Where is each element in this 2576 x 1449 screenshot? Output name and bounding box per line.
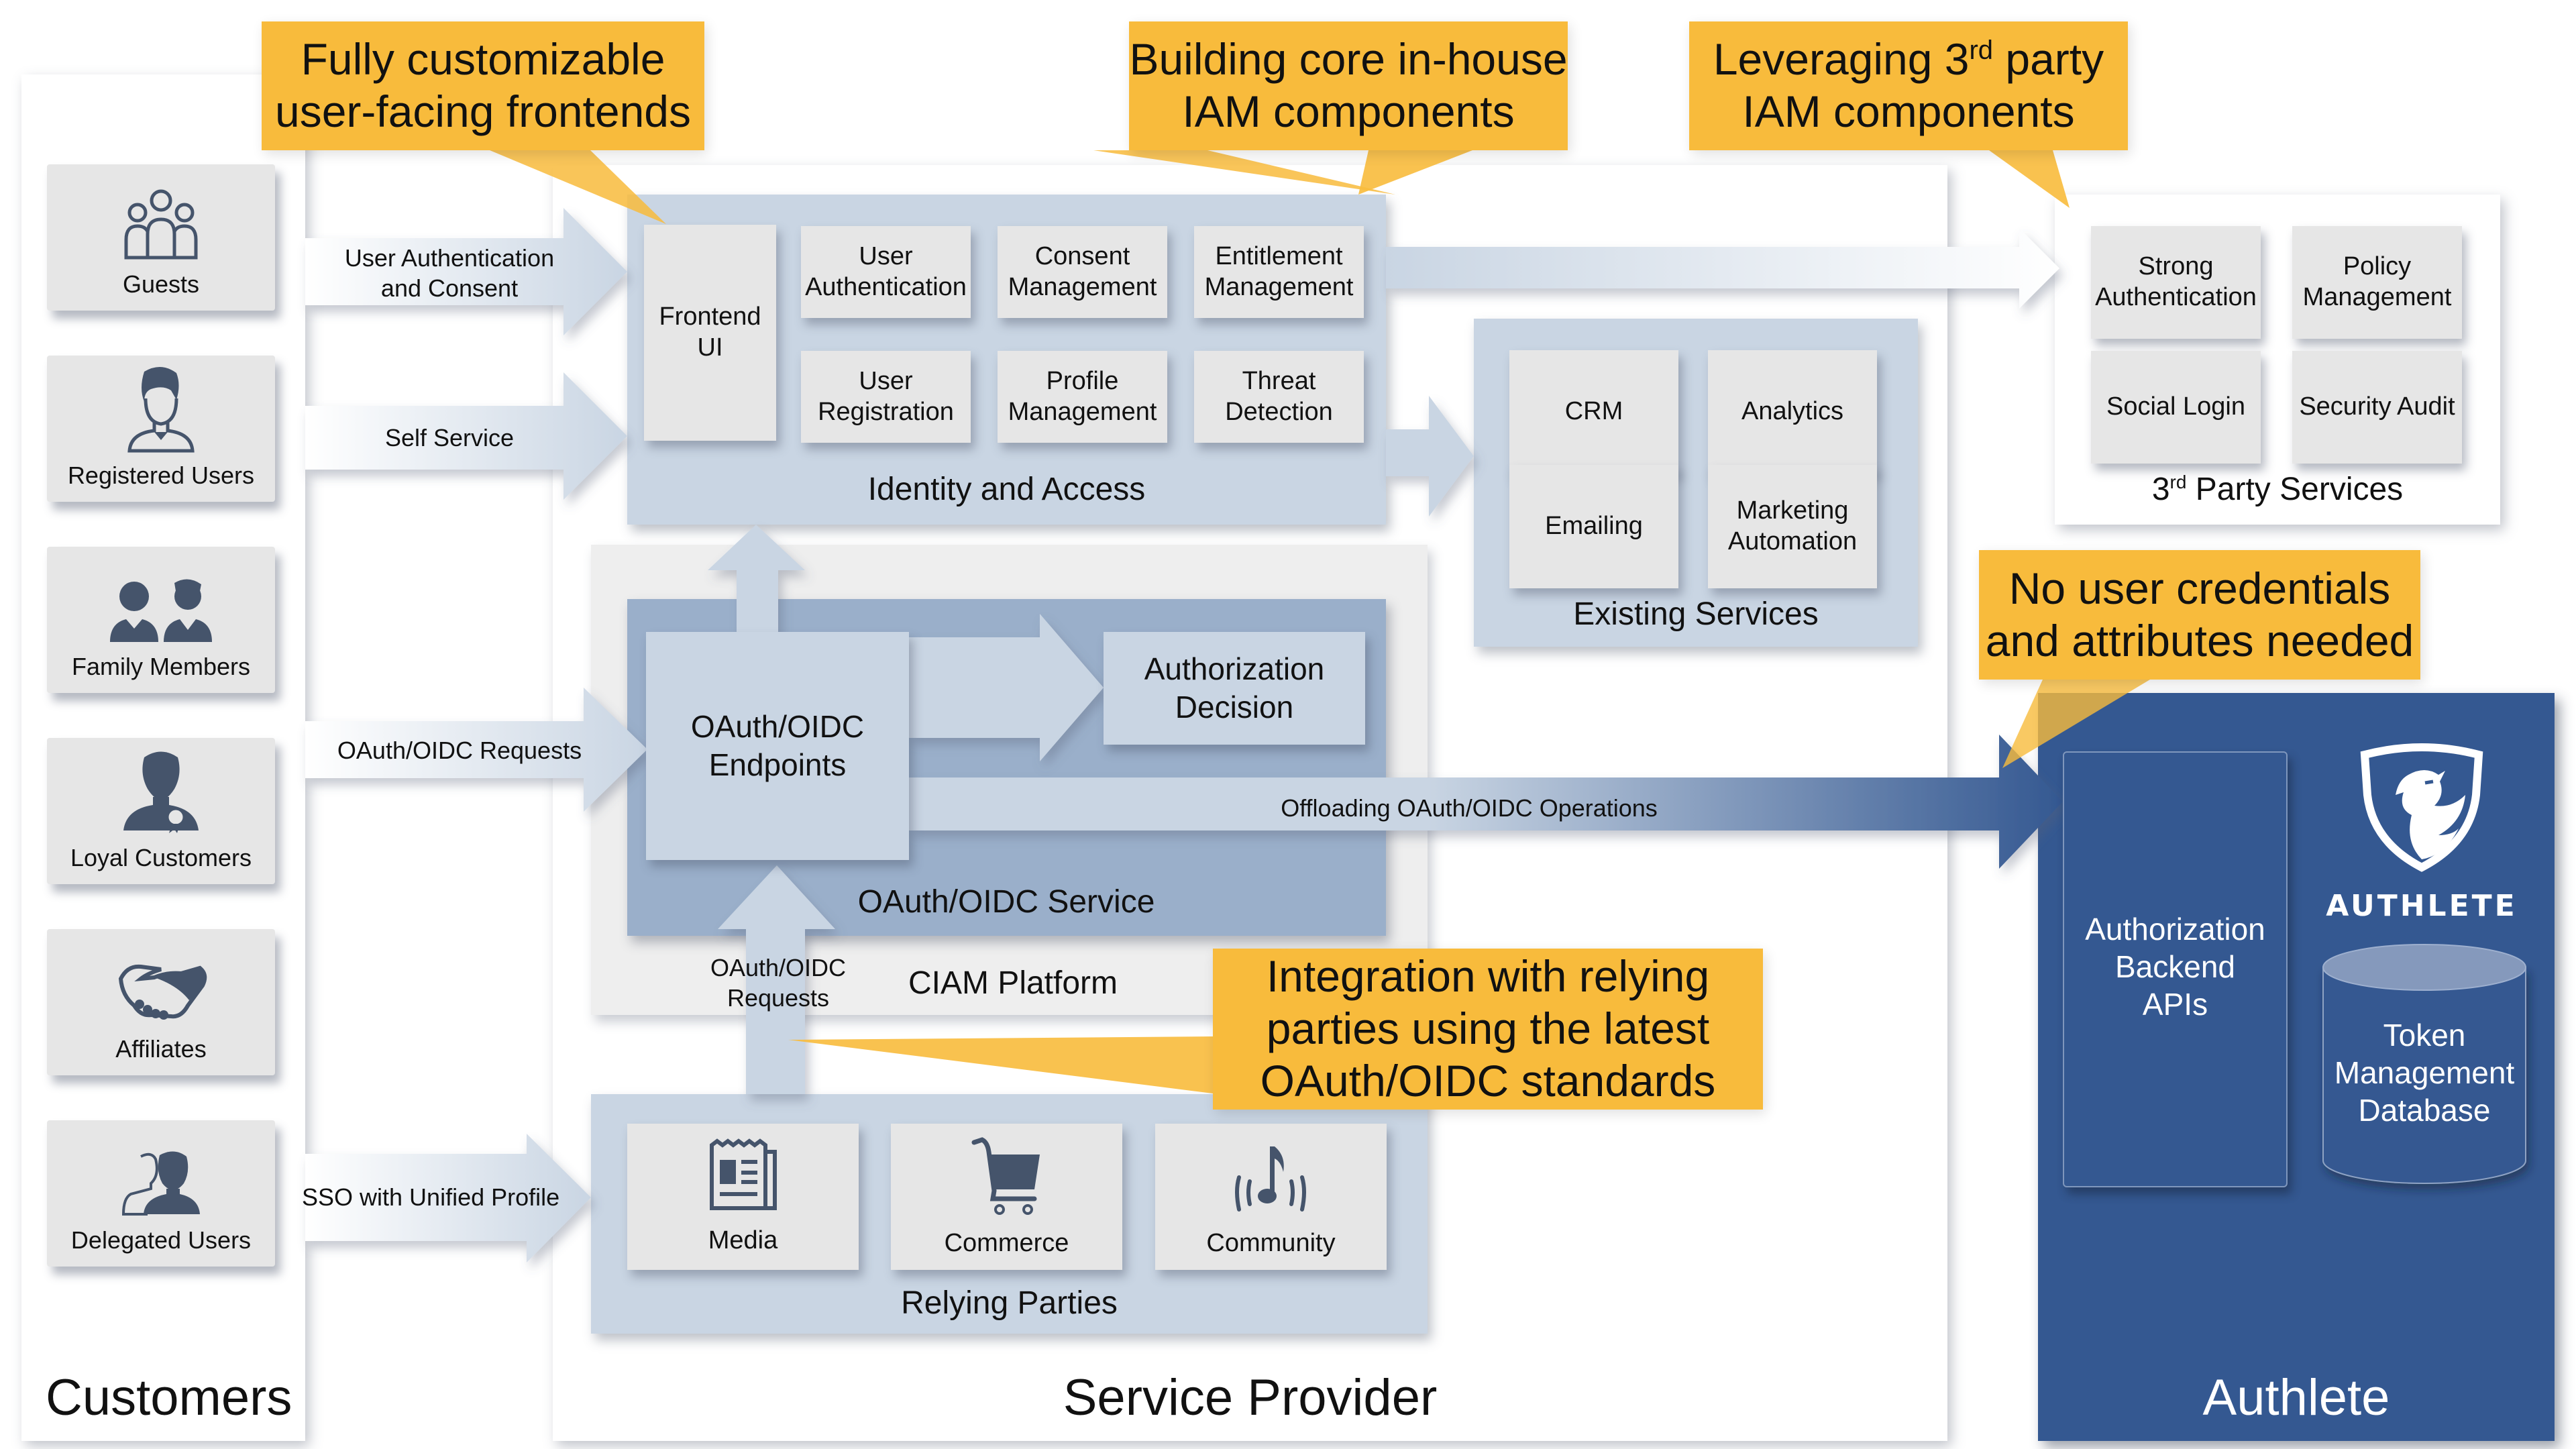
loyal-customer-icon — [123, 751, 199, 833]
token-database-label: Token Management Database — [2334, 1018, 2515, 1128]
database-cylinder-icon — [2322, 944, 2526, 1184]
customer-tile-loyal-customers[interactable]: Loyal Customers — [47, 738, 275, 884]
authorization-decision-tile[interactable]: Authorization Decision — [1104, 632, 1365, 745]
existing-service-analytics[interactable]: Analytics — [1708, 350, 1877, 474]
relying-party-community[interactable]: Community — [1155, 1124, 1387, 1270]
existing-service-marketing-automation[interactable]: Marketing Automation — [1708, 465, 1877, 588]
component-entitlement-management[interactable]: Entitlement Management — [1194, 226, 1364, 318]
relying-party-label: Commerce — [944, 1229, 1069, 1258]
flow-rp-requests-label: OAuth/OIDC Requests — [710, 954, 847, 1012]
callout-frontends: Fully customizable user-facing frontends — [262, 21, 704, 150]
group-icon — [124, 189, 198, 260]
family-icon — [110, 579, 212, 642]
flow-oauth-requests-label: OAuth/OIDC Requests — [337, 737, 582, 764]
authlete-title: Authlete — [2202, 1369, 2390, 1426]
callout-third-party: Leveraging 3rd party IAM components — [1689, 21, 2128, 150]
frontend-ui-tile[interactable]: Frontend UI — [644, 225, 776, 441]
third-party-security-audit[interactable]: Security Audit — [2292, 351, 2462, 464]
callout-no-credentials: No user credentials and attributes neede… — [1979, 550, 2420, 680]
newspaper-icon — [709, 1138, 777, 1211]
callout-integration: Integration with relying parties using t… — [1213, 949, 1763, 1110]
customer-label: Guests — [122, 270, 200, 298]
component-threat-detection[interactable]: Threat Detection — [1194, 351, 1364, 443]
relying-party-commerce[interactable]: Commerce — [891, 1124, 1122, 1270]
music-icon — [1234, 1146, 1306, 1212]
user-icon — [127, 366, 195, 453]
customer-label: Delegated Users — [70, 1226, 252, 1254]
relying-party-label: Community — [1206, 1229, 1336, 1258]
service-provider-title: Service Provider — [1063, 1369, 1438, 1426]
component-consent-management[interactable]: Consent Management — [998, 226, 1167, 318]
delegated-users-icon — [121, 1151, 200, 1216]
third-party-policy-management[interactable]: Policy Management — [2292, 226, 2462, 339]
cart-icon — [971, 1137, 1040, 1216]
existing-services-title: Existing Services — [1573, 596, 1819, 632]
ciam-platform-title: CIAM Platform — [908, 965, 1118, 1001]
customer-tile-affiliates[interactable]: Affiliates — [47, 929, 275, 1075]
third-party-strong-authentication[interactable]: Strong Authentication — [2091, 226, 2261, 339]
existing-service-crm[interactable]: CRM — [1509, 350, 1678, 474]
component-user-registration[interactable]: User Registration — [801, 351, 971, 443]
flow-self-service-label: Self Service — [384, 424, 515, 451]
component-profile-management[interactable]: Profile Management — [998, 351, 1167, 443]
customer-tile-registered-users[interactable]: Registered Users — [47, 356, 275, 502]
authlete-logo-text: AUTHLETE — [2326, 889, 2518, 923]
customer-tile-family-members[interactable]: Family Members — [47, 547, 275, 693]
component-user-authentication[interactable]: User Authentication — [801, 226, 971, 318]
customer-tile-guests[interactable]: Guests — [47, 164, 275, 311]
authlete-logo-icon — [2360, 743, 2483, 872]
oauth-service-title: OAuth/OIDC Service — [857, 884, 1155, 920]
handshake-icon — [118, 964, 207, 1020]
third-party-social-login[interactable]: Social Login — [2091, 351, 2261, 464]
existing-service-emailing[interactable]: Emailing — [1509, 465, 1678, 588]
identity-access-title: Identity and Access — [867, 472, 1146, 507]
flow-offloading-label: Offloading OAuth/OIDC Operations — [1281, 794, 1658, 822]
customer-tile-delegated-users[interactable]: Delegated Users — [47, 1120, 275, 1267]
authorization-backend-apis[interactable]: Authorization Backend APIs — [2063, 751, 2288, 1187]
customer-label: Affiliates — [115, 1035, 207, 1063]
customers-title: Customers — [46, 1369, 292, 1426]
customer-label: Registered Users — [67, 462, 255, 489]
relying-party-media[interactable]: Media — [627, 1124, 859, 1270]
flow-user-auth-label: User Authentication and Consent — [344, 244, 555, 302]
relying-party-label: Media — [708, 1226, 778, 1255]
callout-inhouse: Building core in-house IAM components — [1129, 21, 1568, 150]
customer-label: Family Members — [71, 653, 251, 680]
customer-label: Loyal Customers — [70, 844, 252, 871]
flow-sso-label: SSO with Unified Profile — [302, 1183, 560, 1211]
oauth-endpoints-tile[interactable]: OAuth/OIDC Endpoints — [646, 632, 909, 860]
relying-parties-title: Relying Parties — [901, 1285, 1118, 1321]
third-party-title: 3rd Party Services — [2151, 472, 2404, 507]
